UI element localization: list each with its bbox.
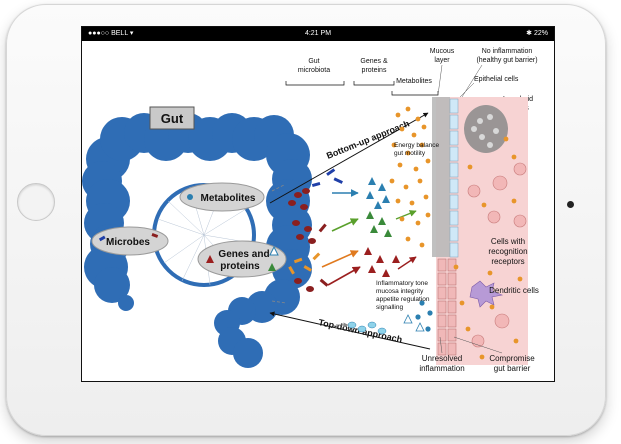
arrow-orange [321, 250, 359, 268]
tablet-frame: ●●●○○ BELL ▾ 4:21 PM ✱ 22% [6, 4, 606, 436]
col-microbiota-2: microbiota [298, 67, 330, 74]
metabolite-dots-blue [415, 300, 433, 332]
mucous-label-2: layer [434, 57, 450, 64]
col-metabolites: Metabolites [396, 78, 432, 85]
inflam-label-4: signalling [376, 304, 403, 311]
no-inflammation-2: (healthy gut barrier) [476, 57, 537, 64]
genes-bubble-line1: Genes and [218, 249, 269, 260]
microbes-bubble-label: Microbes [106, 237, 150, 248]
lymphoid-follicle [464, 105, 508, 153]
inflam-label-3: appetite regulation [376, 296, 430, 303]
gut-label: Gut [161, 111, 184, 126]
microbes-cluster [288, 168, 343, 292]
genes-proteins-bubble [197, 240, 287, 278]
energy-label-2: gut motility [394, 150, 426, 157]
metabolites-bubble [179, 182, 265, 212]
battery-indicator: ✱ 22% [526, 30, 548, 37]
cells-label-1: Cells with [491, 237, 525, 246]
inflam-label-2: mucosa integrity [376, 288, 424, 295]
microbes-bubble [91, 226, 169, 256]
inflam-label-1: Inflammatory tone [376, 280, 428, 287]
col-genes-1: Genes & [360, 58, 388, 65]
epithelial-cells-healthy [449, 98, 459, 258]
dendritic-cell [469, 280, 504, 308]
genes-bubble-line2: proteins [220, 261, 260, 272]
energy-label-1: Energy balance [394, 142, 440, 149]
clock: 4:21 PM [304, 30, 332, 37]
metabolite-dots [389, 106, 523, 360]
cells-label-2: recognition [488, 247, 527, 256]
col-genes-2: proteins [362, 67, 387, 74]
column-brackets [285, 81, 439, 96]
screen: ●●●○○ BELL ▾ 4:21 PM ✱ 22% [81, 26, 555, 382]
col-microbiota-1: Gut [308, 58, 319, 65]
unresolved-label-2: inflammation [419, 364, 464, 373]
gut-label-box [149, 106, 195, 130]
metabolites-bubble-label: Metabolites [200, 193, 255, 204]
epithelial-cells-compromised [437, 258, 457, 356]
camera-icon [567, 201, 574, 208]
carrier-signal: ●●●○○ BELL ▾ [88, 30, 134, 37]
status-bar: ●●●○○ BELL ▾ 4:21 PM ✱ 22% [82, 27, 554, 41]
arrow-green [331, 218, 359, 232]
mucus-layer [432, 97, 450, 257]
recognition-cells [467, 162, 527, 348]
dendritic-label: Dendritic cells [489, 286, 539, 295]
no-inflammation-1: No inflammation [482, 48, 533, 55]
epithelial-label: Epithelial cells [474, 76, 519, 83]
gut-microbiota-diagram: Gut Metabolites Microbes [82, 48, 539, 373]
cells-label-3: receptors [491, 257, 524, 266]
intestine-shape [82, 113, 312, 368]
compromise-label-2: gut barrier [494, 364, 531, 373]
arrow-red [327, 266, 361, 286]
top-down-arrow [269, 311, 431, 350]
unresolved-label-1: Unresolved [422, 354, 462, 363]
mucous-label-1: Mucous [430, 48, 455, 55]
compromise-label-1: Compromise [489, 354, 535, 363]
home-button[interactable] [17, 183, 55, 221]
genes-proteins-cluster [347, 177, 425, 335]
